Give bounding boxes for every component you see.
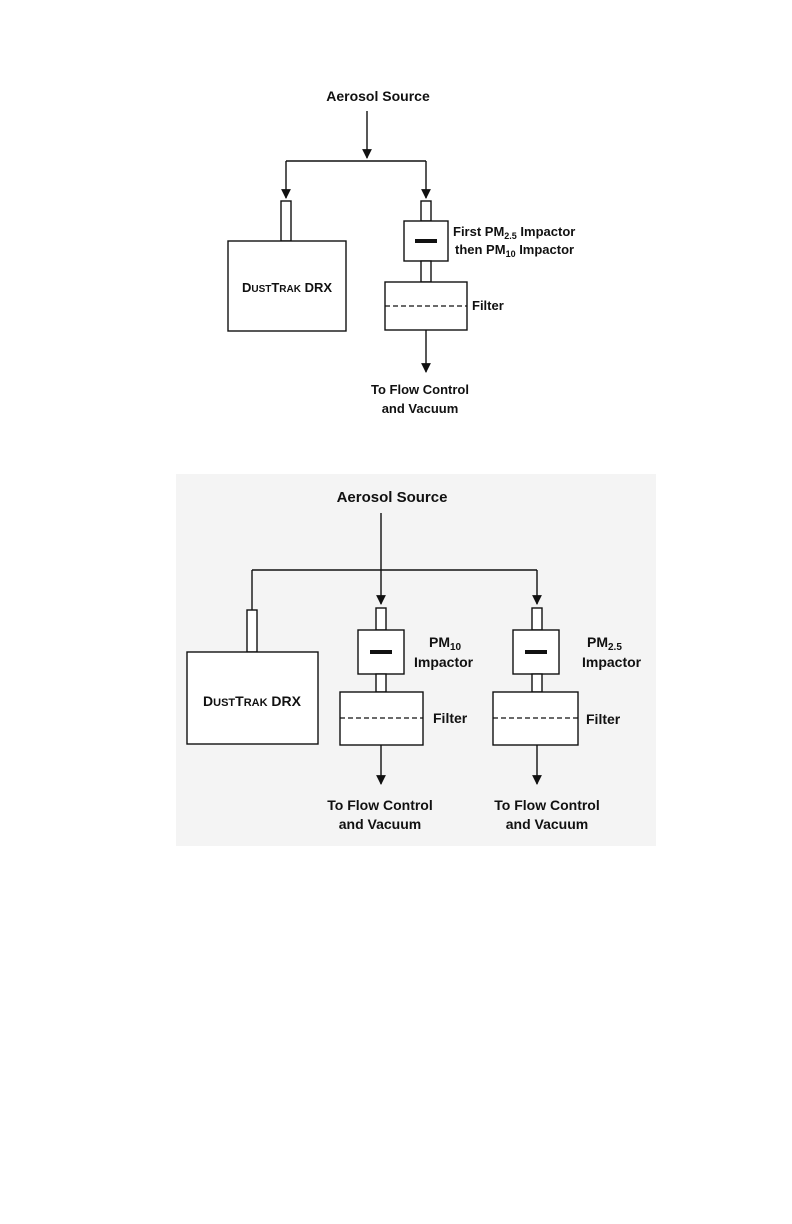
impactor-a-outlet-tube [376, 674, 386, 692]
filter-b-label: Filter [586, 711, 621, 727]
outlet-a-label-line-2: and Vacuum [339, 816, 421, 832]
impactor-b-label-line-2: Impactor [582, 654, 642, 670]
filter-label: Filter [472, 298, 504, 313]
filter-a-label: Filter [433, 710, 468, 726]
diagram-1-canvas: Aerosol Source DUSTTRAK DRX First PM2.5 … [0, 0, 792, 460]
impactor-label-line-1: First PM2.5 Impactor [453, 224, 575, 241]
outlet-label-line-2: and Vacuum [382, 401, 459, 416]
impactor-outlet-tube [421, 261, 431, 282]
impactor-b-label-line-1: PM2.5 [587, 634, 622, 653]
diagram-sequential-impactors: Aerosol Source DUSTTRAK DRX First PM2.5 … [0, 0, 792, 460]
outlet-b-label-line-1: To Flow Control [494, 797, 600, 813]
impactor-a-label-line-2: Impactor [414, 654, 474, 670]
aerosol-source-label: Aerosol Source [326, 88, 430, 104]
impactor-b-inlet-tube [532, 608, 542, 630]
outlet-label-line-1: To Flow Control [371, 382, 469, 397]
diagram-2-canvas: Aerosol Source DUSTTRAK DRX PM10 Impacto… [176, 474, 656, 846]
impactor-a-plate-icon [370, 650, 392, 654]
monitor-inlet-tube [247, 610, 257, 652]
impactor-b-outlet-tube [532, 674, 542, 692]
impactor-label-line-2: then PM10 Impactor [455, 242, 574, 259]
monitor-inlet-tube [281, 201, 291, 241]
diagram-parallel-impactors: Aerosol Source DUSTTRAK DRX PM10 Impacto… [176, 474, 656, 846]
aerosol-source-label: Aerosol Source [337, 489, 448, 506]
impactor-a-label-line-1: PM10 [429, 634, 462, 653]
impactor-plate-icon [415, 239, 437, 243]
impactor-b-plate-icon [525, 650, 547, 654]
impactor-a-inlet-tube [376, 608, 386, 630]
outlet-a-label-line-1: To Flow Control [327, 797, 433, 813]
impactor-inlet-tube [421, 201, 431, 221]
outlet-b-label-line-2: and Vacuum [506, 816, 588, 832]
